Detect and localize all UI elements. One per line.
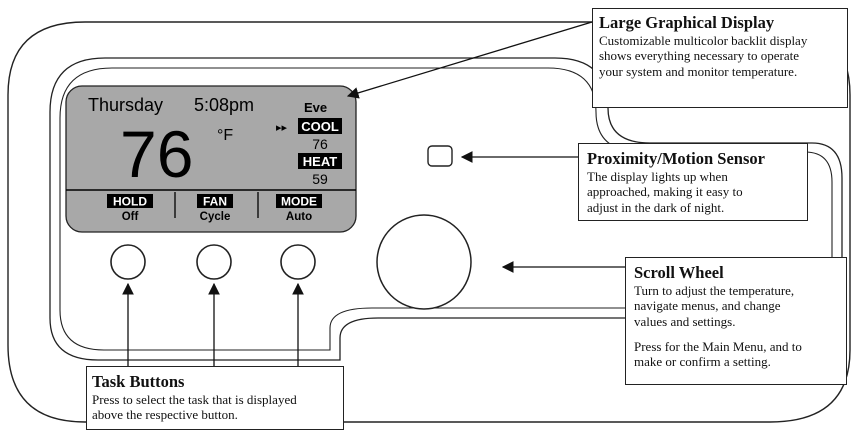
cool-label: COOL <box>301 119 339 134</box>
lcd-time: 5:08pm <box>194 95 254 115</box>
callout-buttons: Task Buttons Press to select the task th… <box>86 366 344 430</box>
lcd-unit: °F <box>217 127 233 144</box>
cool-setpoint: 76 <box>312 136 328 152</box>
callout-display: Large Graphical Display Customizable mul… <box>592 8 848 108</box>
task-value-hold: Off <box>122 211 139 223</box>
task-button-mode[interactable] <box>280 244 316 280</box>
callout-buttons-body: Press to select the task that is display… <box>92 391 297 423</box>
task-label-mode-badge <box>276 194 322 208</box>
callout-sensor-body: The display lights up when approached, m… <box>587 168 743 215</box>
task-label-hold-badge <box>107 194 153 208</box>
callout-display-body: Customizable multicolor backlit display … <box>599 32 808 79</box>
cool-badge <box>298 118 342 134</box>
lcd-temperature: 76 <box>120 117 193 191</box>
lcd-day: Thursday <box>88 95 163 115</box>
task-value-mode: Auto <box>286 211 312 223</box>
task-label-fan-badge <box>197 194 233 208</box>
task-label-mode: MODE <box>281 195 317 209</box>
callout-sensor-title: Proximity/Motion Sensor <box>587 149 765 168</box>
callout-wheel-title: Scroll Wheel <box>634 263 724 282</box>
task-label-hold: HOLD <box>113 195 147 209</box>
callout-wheel: Scroll Wheel Turn to adjust the temperat… <box>625 257 847 385</box>
lcd-period: Eve <box>304 100 327 115</box>
task-button-fan[interactable] <box>196 244 232 280</box>
callout-arrow-display <box>346 21 593 99</box>
task-value-fan: Cycle <box>200 211 231 223</box>
callout-buttons-title: Task Buttons <box>92 372 185 391</box>
active-mode-indicator: ▸▸ <box>276 122 288 134</box>
callout-sensor: Proximity/Motion Sensor The display ligh… <box>578 143 808 221</box>
scroll-wheel[interactable] <box>376 214 472 310</box>
heat-label: HEAT <box>303 154 337 169</box>
proximity-sensor <box>427 145 453 167</box>
callout-wheel-body-press: Press for the Main Menu, and to make or … <box>634 338 802 370</box>
task-button-hold[interactable] <box>110 244 146 280</box>
task-label-fan: FAN <box>203 195 227 209</box>
heat-setpoint: 59 <box>312 171 328 187</box>
heat-badge <box>298 153 342 169</box>
callout-display-title: Large Graphical Display <box>599 13 775 32</box>
callout-wheel-body: Turn to adjust the temperature, navigate… <box>634 282 795 329</box>
